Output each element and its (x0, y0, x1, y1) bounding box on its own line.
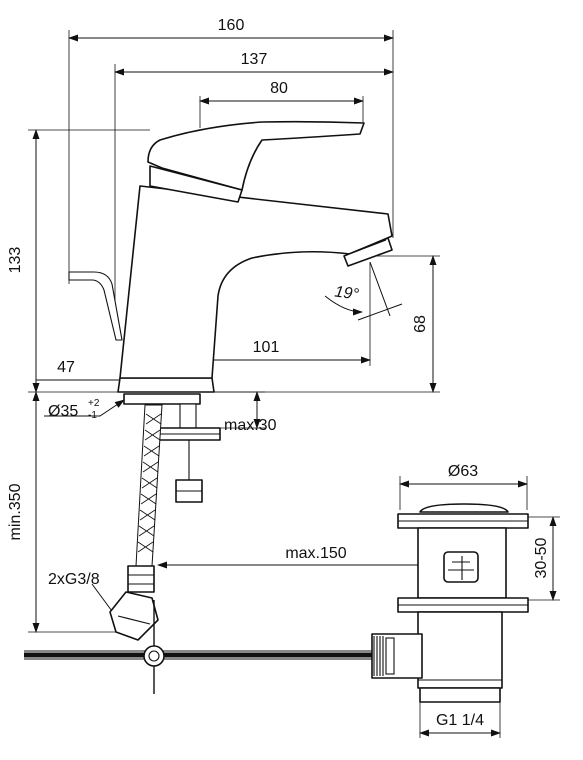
faucet-base (117, 377, 215, 393)
sleeve-thread (373, 636, 384, 676)
threaded-shank (123, 393, 201, 405)
label-160: 160 (218, 17, 245, 34)
lever-neck (149, 165, 243, 203)
faucet (68, 120, 393, 393)
label-max150: max.150 (285, 545, 346, 562)
drain-tail (417, 611, 503, 689)
waste-fitting (371, 503, 529, 703)
label-47: 47 (57, 359, 75, 376)
popup-rod-top (68, 271, 123, 341)
under-counter (24, 393, 372, 694)
label-80: 80 (270, 80, 288, 97)
label-max30: max.30 (224, 417, 277, 434)
leader-diameter-35 (44, 399, 125, 417)
angle-arc (324, 295, 363, 316)
extension-lines (28, 30, 560, 738)
spout-axis-line (369, 261, 391, 317)
dimension-lines (32, 34, 557, 737)
drain-thread (419, 687, 501, 703)
label-101: 101 (253, 339, 280, 356)
drain-window (443, 551, 479, 583)
label-angle: 19° (333, 283, 360, 303)
braided-hose (135, 404, 163, 567)
label-tol-plus: +2 (88, 398, 100, 409)
label-30-50: 30-50 (533, 537, 550, 578)
label-133: 133 (7, 247, 24, 274)
hose-nut (109, 591, 159, 641)
label-tol-minus: -1 (88, 410, 97, 421)
labels: 160 137 80 133 68 101 47 Ø35 +2 -1 max.3… (7, 17, 550, 729)
spout-angle-line (357, 303, 403, 321)
spout-aerator (343, 237, 393, 267)
label-min350: min.350 (7, 483, 24, 540)
label-diameter-35: Ø35 (48, 403, 78, 420)
hose-connector (127, 565, 155, 593)
label-68: 68 (412, 315, 429, 333)
label-thread: G1 1/4 (436, 712, 484, 729)
lever-handle (147, 120, 365, 191)
label-137: 137 (241, 51, 268, 68)
drain-cap (419, 503, 509, 513)
label-connection: 2xG3/8 (48, 571, 100, 588)
label-diameter-63: Ø63 (448, 463, 478, 480)
